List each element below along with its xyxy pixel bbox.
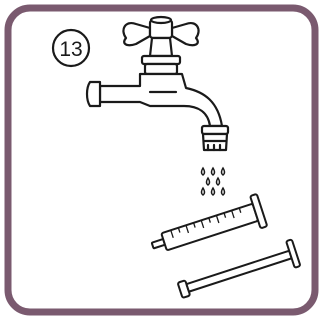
step-number: 13 [59,38,82,61]
